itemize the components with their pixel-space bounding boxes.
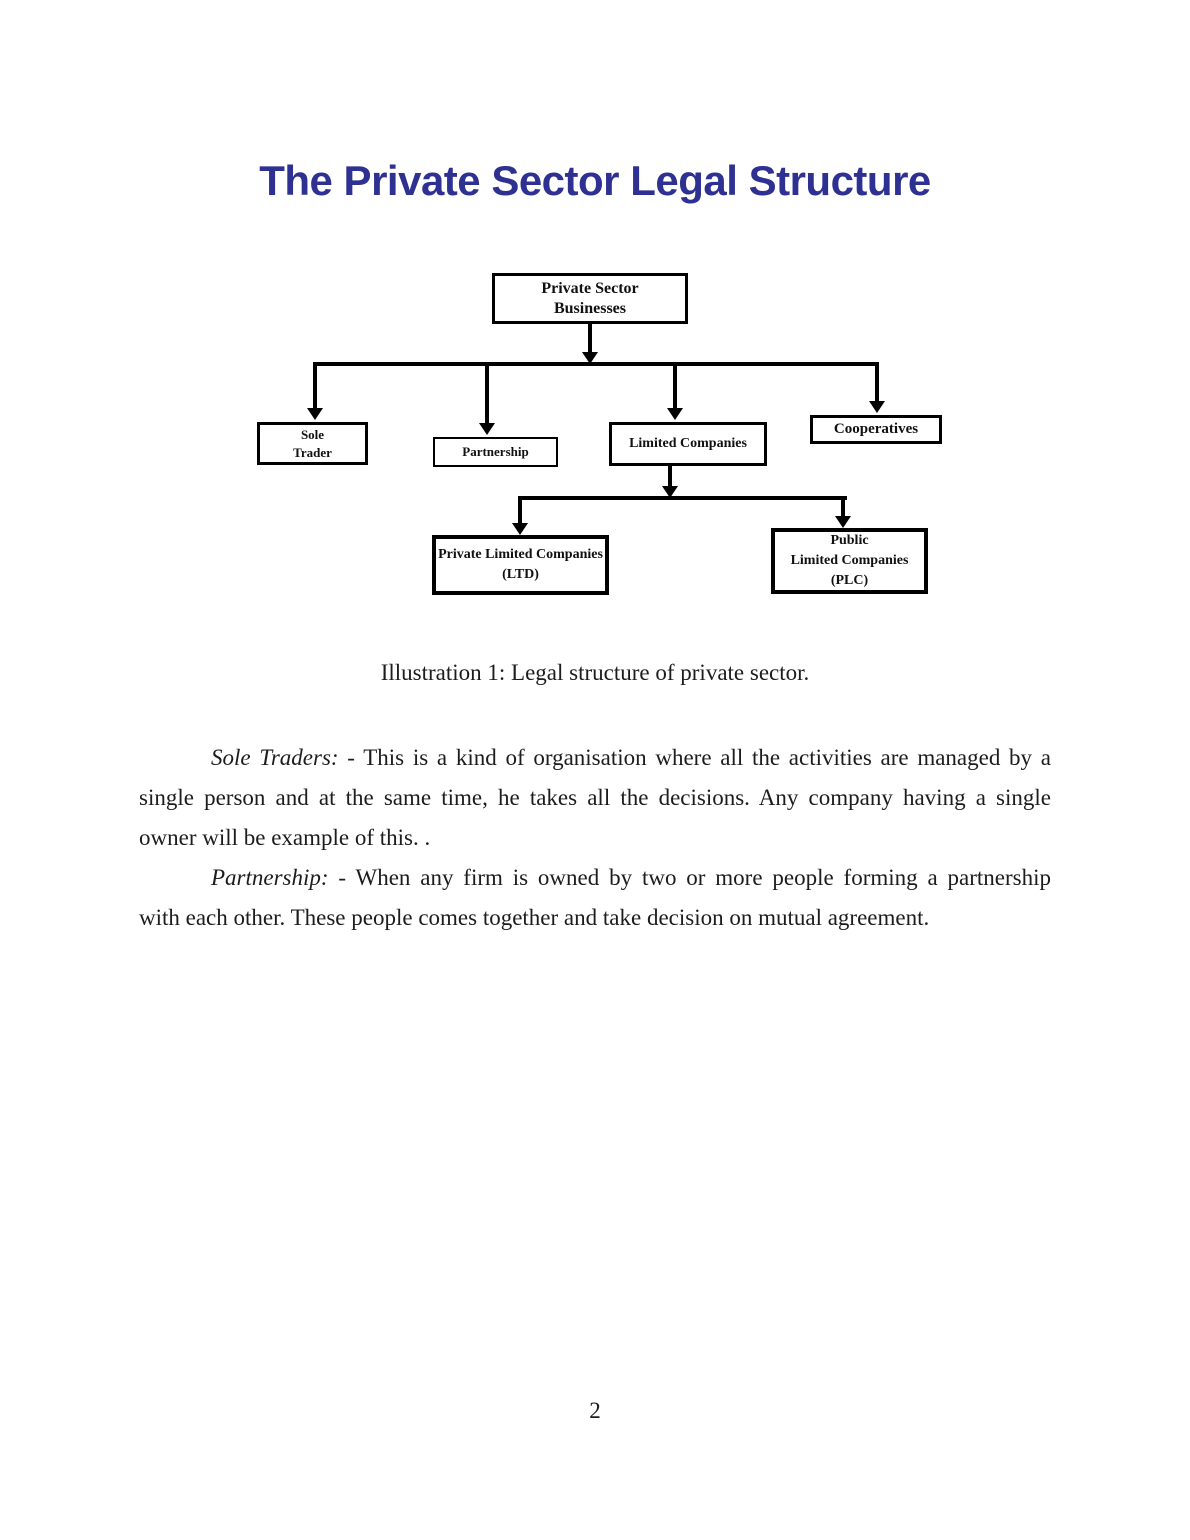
connector-level1-rail xyxy=(313,362,879,366)
node-label: Limited Companies xyxy=(629,436,747,451)
node-label: Public xyxy=(830,533,869,548)
node-label: Businesses xyxy=(553,299,627,317)
connector-level2-rail xyxy=(518,496,847,500)
node-label: Sole xyxy=(300,426,325,442)
node-private-limited-companies: Private Limited Companies (LTD) xyxy=(432,535,609,595)
connector-to-private-ltd xyxy=(518,500,522,523)
down-arrow-icon xyxy=(479,423,495,435)
text-line: Partnership: - When any firm is owned by… xyxy=(211,858,1051,898)
node-sole-trader: Sole Trader xyxy=(257,422,368,465)
node-label: Trader xyxy=(293,444,332,460)
paragraph-partnership: Partnership: - When any firm is owned by… xyxy=(139,858,1051,938)
text-line: with each other. These people comes toge… xyxy=(139,905,930,930)
paragraph-sole-traders: Sole Traders: - This is a kind of organi… xyxy=(139,738,1051,858)
page-title: The Private Sector Legal Structure xyxy=(259,157,931,204)
paragraph-lead: Sole Traders: xyxy=(211,745,339,770)
node-public-limited-companies: Public Limited Companies (PLC) xyxy=(771,528,928,594)
down-arrow-icon xyxy=(662,486,678,498)
node-limited-companies: Limited Companies xyxy=(609,422,767,466)
text-line: owner will be example of this. . xyxy=(139,825,431,850)
node-label: Private Limited Companies xyxy=(438,547,603,562)
page-number: 2 xyxy=(589,1398,601,1423)
paragraph-text: - When any firm is owned by two or more … xyxy=(328,865,1051,890)
text-line: Sole Traders: - This is a kind of organi… xyxy=(211,738,1051,778)
connector-to-limited-companies xyxy=(673,366,677,408)
node-label: (LTD) xyxy=(502,567,539,582)
node-private-sector-businesses: Private Sector Businesses xyxy=(492,273,688,324)
connector-to-cooperatives xyxy=(875,366,879,401)
illustration-caption: Illustration 1: Legal structure of priva… xyxy=(380,660,810,685)
down-arrow-icon xyxy=(835,516,851,528)
paragraph-text: - This is a kind of organisation where a… xyxy=(338,745,1051,770)
down-arrow-icon xyxy=(667,408,683,420)
paragraph-lead: Partnership: xyxy=(211,865,329,890)
node-label: Cooperatives xyxy=(833,421,919,437)
node-partnership: Partnership xyxy=(433,437,558,467)
connector-to-sole-trader xyxy=(313,366,317,408)
org-chart: Private Sector Businesses Sole Trader Pa… xyxy=(0,0,1190,640)
connector-to-partnership xyxy=(485,366,489,423)
node-label: Partnership xyxy=(462,444,529,459)
down-arrow-icon xyxy=(307,408,323,420)
node-label: Limited Companies (PLC) xyxy=(790,553,909,588)
body-text: Sole Traders: - This is a kind of organi… xyxy=(139,738,1051,938)
down-arrow-icon xyxy=(512,523,528,535)
node-cooperatives: Cooperatives xyxy=(810,415,942,444)
connector-limited-stem xyxy=(668,466,672,486)
text-line: single person and at the same time, he t… xyxy=(139,785,1051,810)
node-label: Private Sector xyxy=(541,279,639,297)
down-arrow-icon xyxy=(582,352,598,364)
connector-to-public-plc xyxy=(841,500,845,516)
connector-root-stem xyxy=(588,324,592,352)
down-arrow-icon xyxy=(869,401,885,413)
